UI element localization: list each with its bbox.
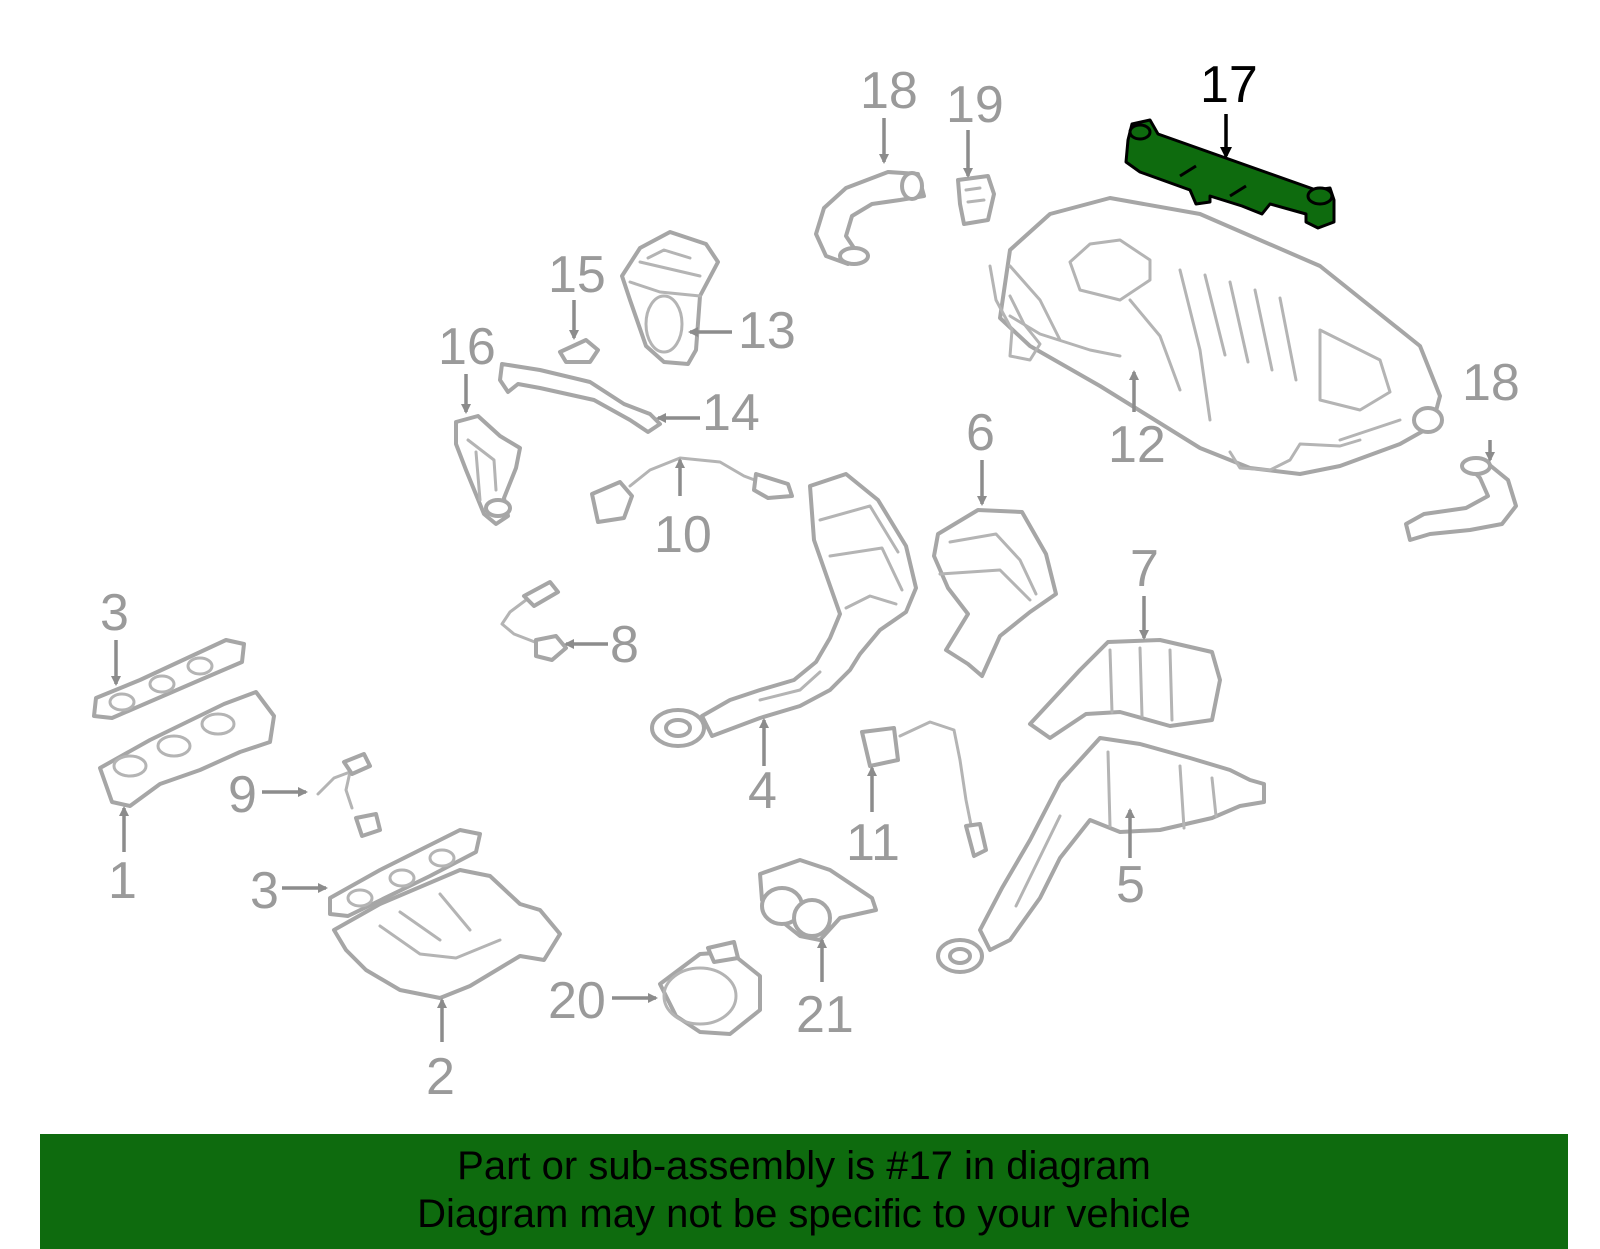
callout-7[interactable]: 7 [1130, 540, 1159, 598]
part-14-strap[interactable] [498, 362, 662, 434]
callout-6[interactable]: 6 [966, 404, 995, 462]
callout-14[interactable]: 14 [702, 384, 760, 442]
part-6-heat-shield[interactable] [932, 508, 1058, 678]
callout-16[interactable]: 16 [438, 318, 496, 376]
callout-labels: 17 18 19 12 18 15 13 14 16 10 8 6 7 3 1 … [100, 56, 1520, 1106]
banner-line-1: Part or sub-assembly is #17 in diagram [457, 1144, 1151, 1188]
part-3-gasket-upper[interactable] [92, 638, 246, 720]
callout-10[interactable]: 10 [654, 506, 712, 564]
callout-11[interactable]: 11 [846, 814, 900, 872]
part-13-heat-shield[interactable] [620, 230, 720, 366]
part-8-oxygen-sensor[interactable] [500, 580, 568, 662]
part-3-gasket-lower[interactable] [328, 828, 482, 918]
callout-4[interactable]: 4 [748, 762, 777, 820]
part-9-oxygen-sensor[interactable] [316, 752, 382, 838]
part-5-catalytic-converter[interactable] [936, 736, 1266, 974]
callout-8[interactable]: 8 [610, 616, 639, 674]
part-12-muffler[interactable] [988, 196, 1444, 476]
callout-5[interactable]: 5 [1116, 856, 1145, 914]
part-20-exhaust-tip[interactable] [658, 940, 762, 1036]
part-2-exhaust-manifold[interactable] [332, 868, 562, 1000]
part-11-oxygen-sensor[interactable] [860, 720, 988, 858]
part-16-bracket[interactable] [454, 414, 522, 526]
part-7-heat-shield[interactable] [1028, 638, 1222, 740]
callout-3-lower[interactable]: 3 [250, 862, 279, 920]
part-10-oxygen-sensor[interactable] [590, 456, 794, 524]
info-banner: Part or sub-assembly is #17 in diagram D… [40, 1134, 1568, 1249]
callout-3-upper[interactable]: 3 [100, 584, 129, 642]
callout-21[interactable]: 21 [796, 986, 854, 1044]
part-4-front-pipe-converter[interactable] [650, 472, 918, 748]
callout-12[interactable]: 12 [1108, 416, 1166, 474]
callout-18-upper[interactable]: 18 [860, 62, 918, 120]
banner-line-2: Diagram may not be specific to your vehi… [417, 1192, 1191, 1236]
part-15-small-bracket[interactable] [558, 338, 600, 364]
part-19-clip[interactable] [956, 174, 996, 226]
part-17-bracket[interactable] [1124, 118, 1336, 230]
callout-19[interactable]: 19 [946, 76, 1004, 134]
leader-arrows [111, 114, 1495, 1042]
callout-13[interactable]: 13 [738, 302, 796, 360]
callout-1[interactable]: 1 [108, 852, 137, 910]
callout-2[interactable]: 2 [426, 1048, 455, 1106]
callout-18-right[interactable]: 18 [1462, 354, 1520, 412]
callout-20[interactable]: 20 [548, 972, 606, 1030]
part-1-exhaust-manifold[interactable] [98, 690, 276, 808]
part-18-hose-upper[interactable] [814, 170, 926, 266]
callout-17[interactable]: 17 [1200, 56, 1258, 114]
part-18-hose-right[interactable] [1404, 456, 1518, 542]
part-21-exhaust-tips[interactable] [758, 858, 878, 942]
callout-15[interactable]: 15 [548, 246, 606, 304]
callout-9[interactable]: 9 [228, 766, 257, 824]
